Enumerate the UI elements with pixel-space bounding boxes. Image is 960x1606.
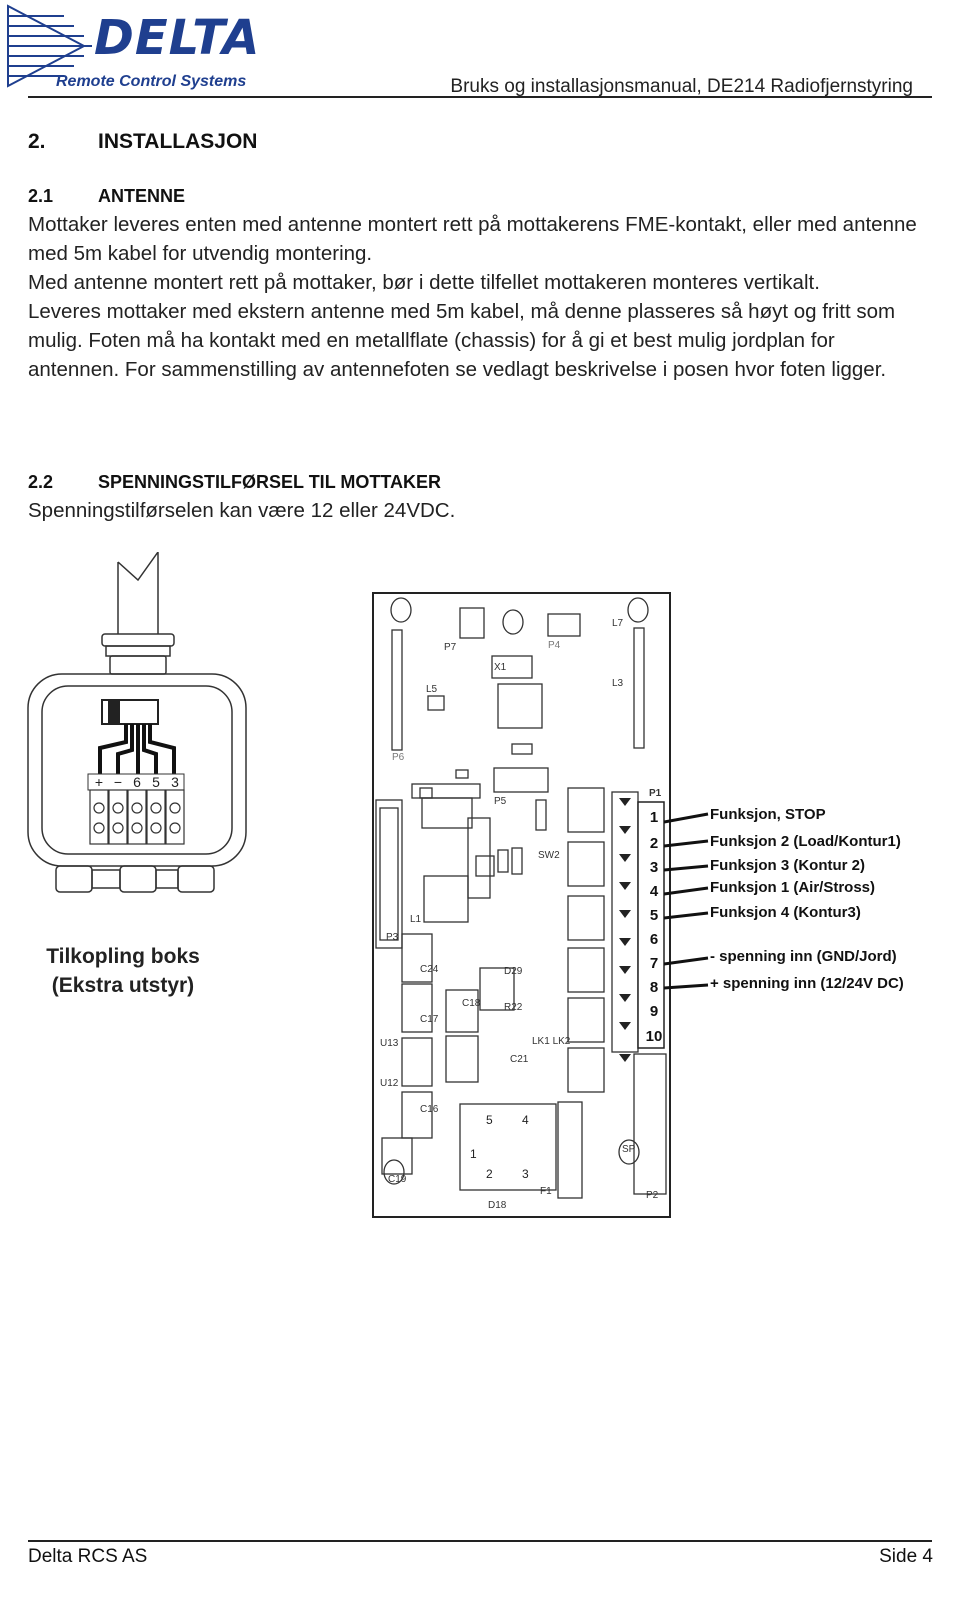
subsection-heading-spenning: 2.2 SPENNINGSTILFØRSEL TIL MOTTAKER	[28, 472, 441, 493]
pin-number: 8	[650, 979, 658, 996]
pcb-label: P7	[444, 642, 457, 653]
pcb-label: C21	[510, 1054, 529, 1065]
footer-page-number: Side 4	[879, 1546, 933, 1567]
pcb-label: C24	[420, 964, 439, 975]
pcb-label: L5	[426, 684, 438, 695]
pcb-label: LK1 LK2	[532, 1036, 571, 1047]
paragraph: Leveres mottaker med ekstern antenne med…	[28, 300, 896, 381]
pcb-layout-drawing: P7 P4 P5 P3 P2 P6 F1 X1 L7 L3 L5 L1 SW2 …	[372, 592, 671, 1218]
relay-pin: 4	[522, 1113, 529, 1127]
pcb-connector-label: P1	[649, 788, 662, 799]
pin-leader-lines	[664, 812, 709, 990]
pcb-label: R22	[504, 1002, 523, 1013]
footer-company: Delta RCS AS	[28, 1546, 148, 1567]
subsection-title: ANTENNE	[98, 186, 186, 206]
function-label: Funksjon 2 (Load/Kontur1)	[710, 833, 901, 850]
section-number: 2.	[28, 130, 46, 153]
pin-number: 2	[650, 835, 658, 852]
pcb-label: F1	[540, 1186, 552, 1197]
header-rule	[28, 96, 932, 98]
terminal-label: 5	[152, 774, 160, 790]
document-title: Bruks og installasjonsmanual, DE214 Radi…	[450, 76, 913, 97]
relay-pin: 5	[486, 1113, 493, 1127]
caption-line: (Ekstra utstyr)	[51, 974, 195, 997]
subsection-number: 2.1	[28, 186, 54, 206]
pin-number: 3	[650, 859, 658, 876]
delta-logo-mark	[7, 4, 92, 88]
section-title: INSTALLASJON	[98, 130, 258, 153]
pcb-label: U12	[380, 1078, 399, 1089]
terminal-label: −	[114, 774, 122, 790]
spenning-text: Spenningstilførselen kan være 12 eller 2…	[28, 496, 928, 525]
pcb-label: X1	[494, 662, 507, 673]
pcb-label: C16	[420, 1104, 439, 1115]
pcb-label: C18	[462, 998, 481, 1009]
terminal-label: 6	[133, 774, 141, 790]
logo-text: DELTA	[94, 10, 261, 66]
pcb-label: L1	[410, 914, 422, 925]
pin-number: 6	[650, 931, 658, 948]
caption-line: Tilkopling boks	[46, 945, 200, 968]
antenne-text: Mottaker leveres enten med antenne monte…	[28, 210, 928, 384]
function-label: Funksjon 3 (Kontur 2)	[710, 857, 865, 874]
pcb-label: P6	[392, 752, 405, 763]
pcb-label: P4	[548, 640, 561, 651]
pcb-label: P5	[494, 796, 507, 807]
pin-number: 7	[650, 955, 658, 972]
pcb-label: L7	[612, 618, 624, 629]
function-label: - spenning inn (GND/Jord)	[710, 948, 897, 965]
terminal-label: 3	[171, 774, 179, 790]
footer-rule	[28, 1540, 932, 1542]
pcb-label: L3	[612, 678, 624, 689]
pin-number: 4	[650, 883, 659, 900]
function-label: + spenning inn (12/24V DC)	[710, 975, 904, 992]
subsection-number: 2.2	[28, 472, 54, 492]
pin-number: 9	[650, 1003, 658, 1020]
pcb-label: SP	[622, 1144, 636, 1155]
pin-number: 10	[646, 1028, 663, 1045]
pcb-label: P3	[386, 932, 399, 943]
junction-box-caption: Tilkopling boks (Ekstra utstyr)	[34, 942, 212, 1000]
pcb-label: C19	[388, 1174, 407, 1185]
terminal-label: +	[95, 774, 103, 790]
function-label: Funksjon, STOP	[710, 806, 826, 823]
subsection-heading-antenne: 2.1 ANTENNE	[28, 186, 185, 207]
pcb-label: U13	[380, 1038, 399, 1049]
paragraph: Med antenne montert rett på mottaker, bø…	[28, 271, 820, 294]
logo-subtitle: Remote Control Systems	[56, 73, 247, 90]
pcb-label: SW2	[538, 850, 560, 861]
pcb-label: C17	[420, 1014, 439, 1025]
pcb-label: P2	[646, 1190, 659, 1201]
relay-pin: 3	[522, 1167, 529, 1181]
pcb-label: D18	[488, 1200, 507, 1211]
pin-number: 5	[650, 907, 658, 924]
pin-number: 1	[650, 809, 658, 826]
paragraph: Mottaker leveres enten med antenne monte…	[28, 213, 917, 265]
pcb-label: D29	[504, 966, 523, 977]
subsection-title: SPENNINGSTILFØRSEL TIL MOTTAKER	[98, 472, 442, 492]
junction-box-drawing: + − 6 5 3	[27, 552, 247, 893]
function-label: Funksjon 4 (Kontur3)	[710, 904, 861, 921]
section-heading: 2. INSTALLASJON	[28, 130, 257, 154]
paragraph: Spenningstilførselen kan være 12 eller 2…	[28, 499, 456, 522]
relay-pin: 2	[486, 1167, 493, 1181]
relay-pin: 1	[470, 1147, 477, 1161]
function-label: Funksjon 1 (Air/Stross)	[710, 879, 876, 896]
